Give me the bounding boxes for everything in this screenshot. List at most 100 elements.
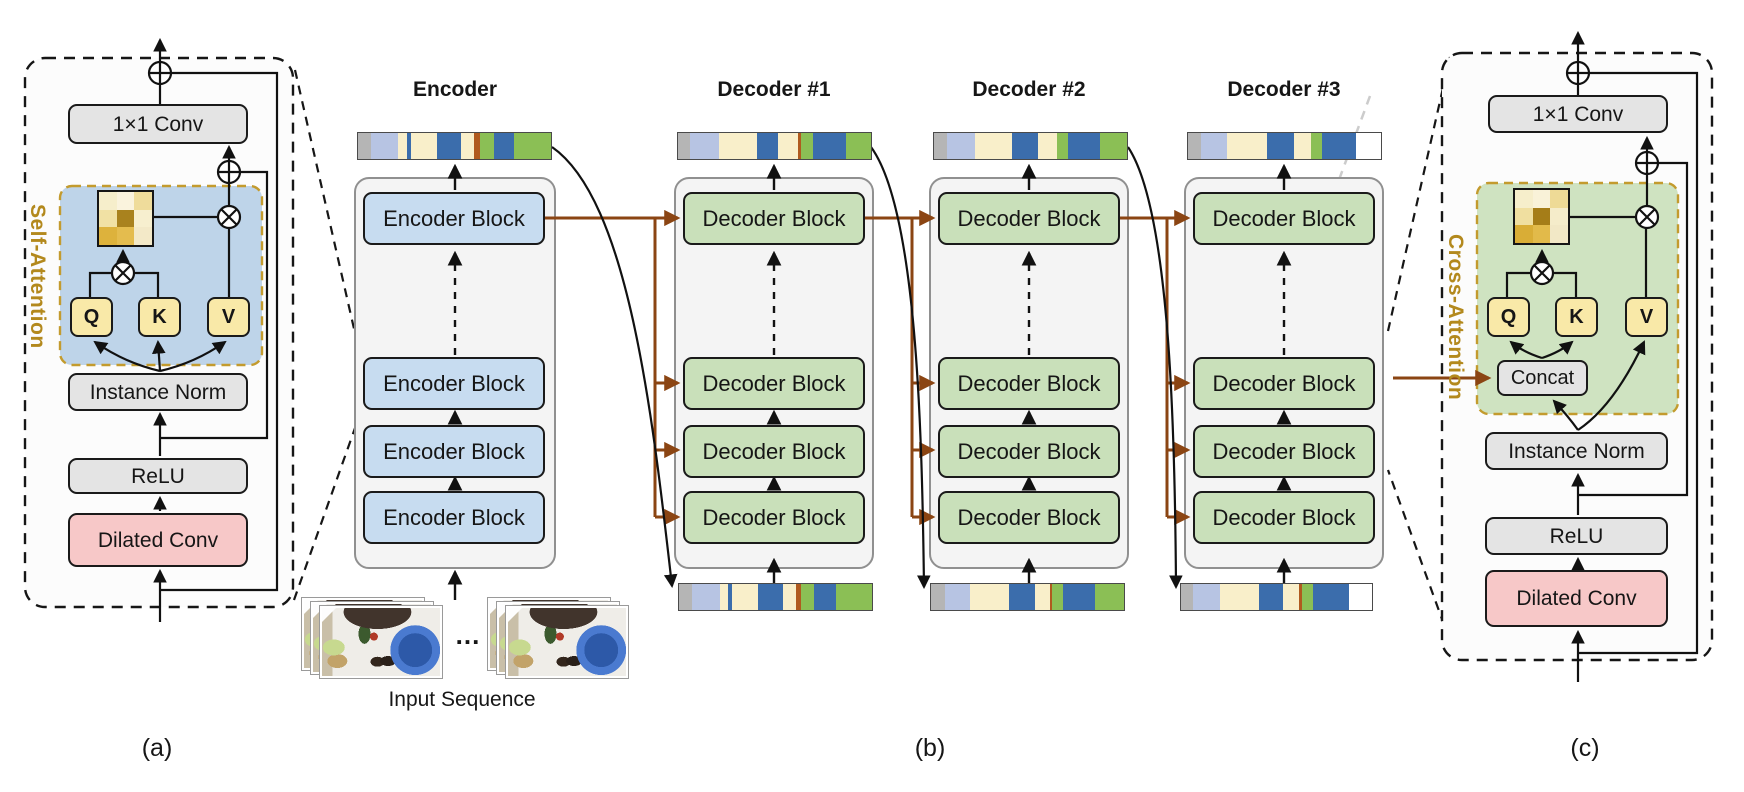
segment <box>513 133 551 159</box>
value-box-a: V <box>207 297 250 337</box>
operator-symbols <box>110 60 1660 286</box>
segment <box>934 133 948 159</box>
segment <box>975 133 1013 159</box>
decoder1-title: Decoder #1 <box>717 78 831 101</box>
multiply-icon <box>110 260 136 286</box>
decoder-block: Decoder Block <box>1193 425 1375 478</box>
decoder1-output-bar <box>677 132 872 160</box>
segment <box>947 133 976 159</box>
matrix-cell <box>1515 207 1533 226</box>
value-box-c: V <box>1625 297 1668 337</box>
segment <box>1099 133 1127 159</box>
segment <box>678 133 690 159</box>
conv1x1-box-a: 1×1 Conv <box>68 104 248 144</box>
matrix-cell <box>1550 207 1568 226</box>
segment <box>474 133 481 159</box>
segment <box>758 584 783 610</box>
segment <box>1193 584 1220 610</box>
matrix-cell <box>134 209 152 228</box>
segment <box>1293 133 1312 159</box>
segment <box>1012 133 1038 159</box>
segment <box>720 584 729 610</box>
segment <box>1181 584 1194 610</box>
decoder-block: Decoder Block <box>683 425 865 478</box>
segment <box>411 133 438 159</box>
matrix-cell <box>116 209 135 228</box>
segment <box>1302 584 1313 610</box>
attention-matrix-c <box>1513 188 1570 245</box>
video-frame <box>505 605 629 679</box>
caption-b: (b) <box>914 734 946 762</box>
segment <box>1052 584 1064 610</box>
decoder-block: Decoder Block <box>683 192 865 245</box>
segment <box>461 133 475 159</box>
add-icon <box>1634 150 1660 176</box>
segment <box>1049 584 1053 610</box>
segment <box>1311 133 1323 159</box>
segment <box>1259 584 1283 610</box>
attention-matrix-a <box>97 190 154 247</box>
instance-norm-box-c: Instance Norm <box>1485 432 1668 470</box>
decoder-block: Decoder Block <box>1193 192 1375 245</box>
segment <box>1282 584 1299 610</box>
matrix-cell <box>1515 190 1533 208</box>
segment <box>728 584 733 610</box>
query-box-c: Q <box>1487 297 1530 337</box>
decoder3-title: Decoder #3 <box>1227 78 1341 101</box>
segment <box>437 133 462 159</box>
segment <box>969 584 1010 610</box>
segment <box>1063 584 1095 610</box>
decoder3-output-bar <box>1187 132 1382 160</box>
segment <box>1095 584 1124 610</box>
segment <box>358 133 372 159</box>
matrix-cell <box>99 192 117 210</box>
matrix-cell <box>99 209 117 228</box>
segment <box>1188 133 1201 159</box>
decoder1-input-bar <box>678 583 873 611</box>
segment <box>757 133 779 159</box>
segment <box>493 133 514 159</box>
segment <box>732 584 759 610</box>
add-icon <box>216 159 242 185</box>
key-box-c: K <box>1555 297 1598 337</box>
matrix-cell <box>116 227 135 245</box>
segment <box>1322 133 1357 159</box>
segment <box>371 133 398 159</box>
cross-attention-label: Cross-Attention <box>1444 233 1467 401</box>
segment <box>814 584 836 610</box>
feature-feed-arrows <box>545 209 1191 526</box>
dilated-conv-box-c: Dilated Conv <box>1485 570 1668 627</box>
input-sequence-label: Input Sequence <box>388 688 536 711</box>
column-arrows <box>447 163 1292 600</box>
segment <box>692 584 721 610</box>
encoder-block: Encoder Block <box>363 425 545 478</box>
segment <box>480 133 494 159</box>
conv1x1-box-c: 1×1 Conv <box>1488 95 1668 133</box>
segment <box>1312 584 1349 610</box>
matrix-cell <box>1550 225 1568 243</box>
encoder-output-bar <box>357 132 552 160</box>
add-icon <box>147 60 173 86</box>
matrix-cell <box>1532 207 1551 226</box>
decoder2-output-bar <box>933 132 1128 160</box>
segment <box>689 133 719 159</box>
relu-box-c: ReLU <box>1485 517 1668 555</box>
decoder-block: Decoder Block <box>938 192 1120 245</box>
self-attention-label: Self-Attention <box>26 203 49 349</box>
encoder-block: Encoder Block <box>363 192 545 245</box>
segment <box>813 133 846 159</box>
encoder-block: Encoder Block <box>363 491 545 544</box>
relu-box-a: ReLU <box>68 458 248 494</box>
segment <box>397 133 408 159</box>
panel-c-wiring <box>1505 30 1699 682</box>
matrix-cell <box>134 192 152 210</box>
panel-a-wiring <box>88 37 279 622</box>
segment <box>1298 584 1303 610</box>
segment <box>778 133 798 159</box>
matrix-cell <box>99 227 117 245</box>
instance-norm-box-a: Instance Norm <box>68 373 248 411</box>
input-frames-stack <box>487 597 634 684</box>
decoder2-input-bar <box>930 583 1125 611</box>
video-frame <box>319 605 443 679</box>
